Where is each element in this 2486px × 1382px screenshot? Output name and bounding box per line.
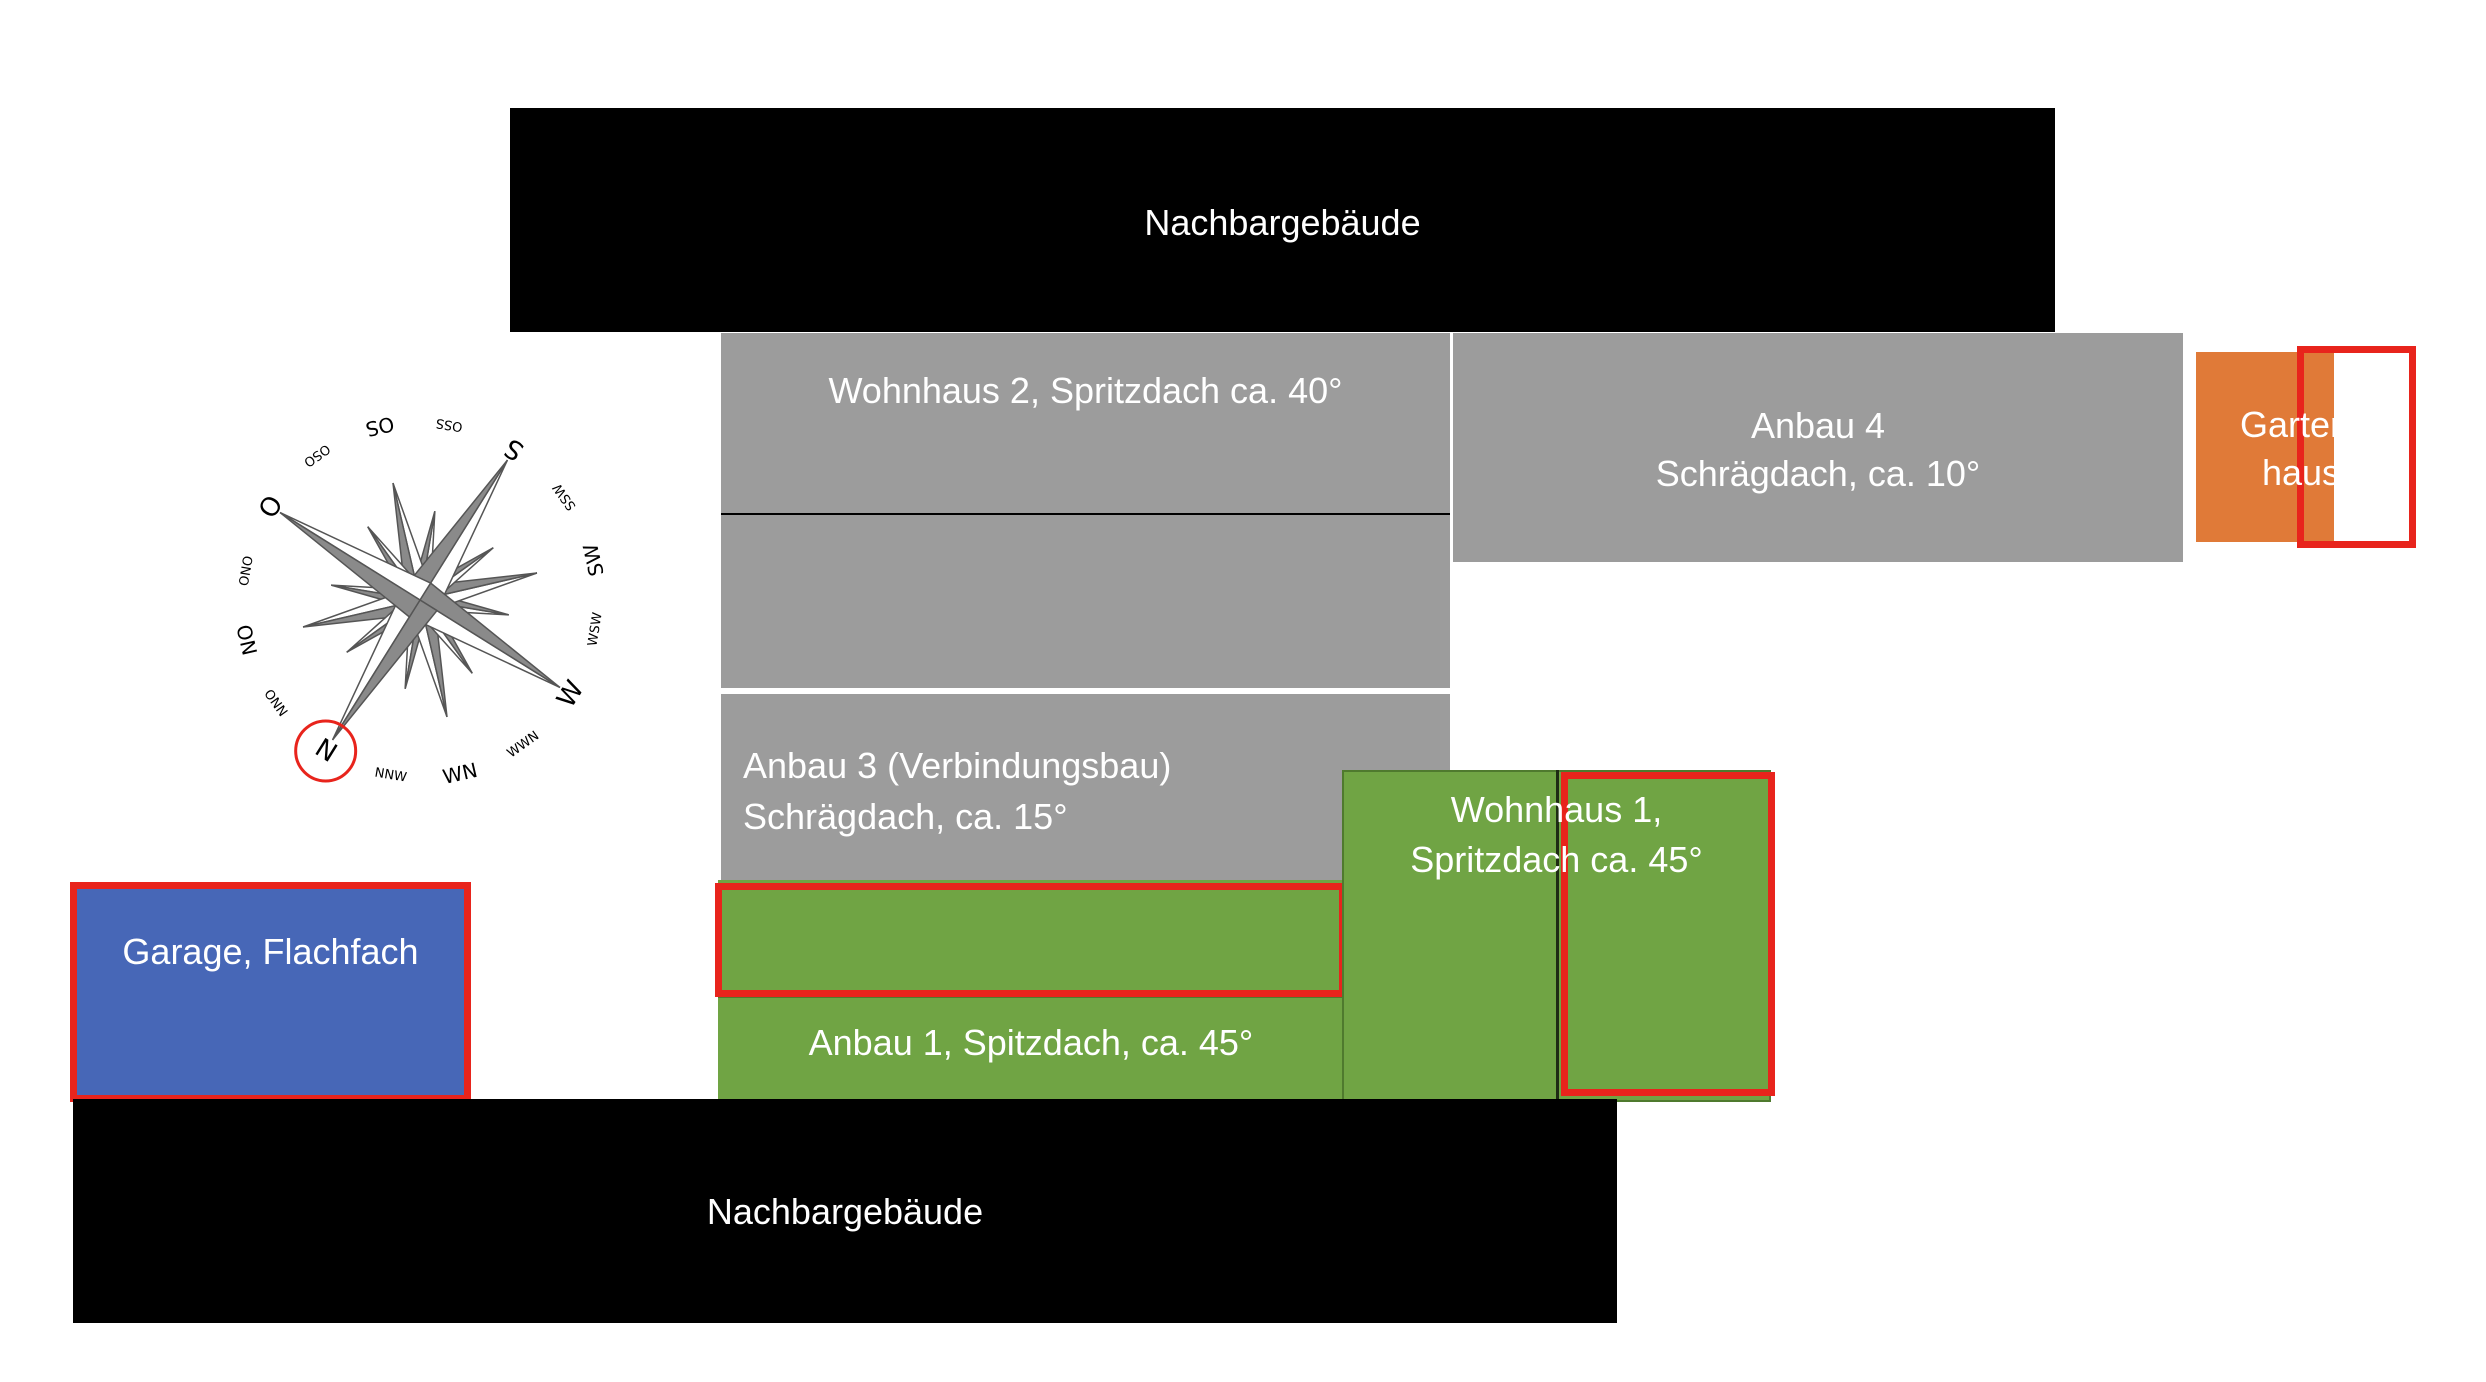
wohnhaus-1-divider [1556, 770, 1559, 1102]
compass-label-o: O [251, 489, 287, 522]
compass-label-ono: ONO [235, 554, 255, 586]
compass-label-ssw: SSW [550, 480, 579, 513]
compass-label-wn: WN [440, 758, 479, 789]
compass-label-os: OS [363, 412, 396, 442]
compass-rays [279, 459, 561, 741]
neighbor-building-bottom-label: Nachbargebäude [706, 1191, 984, 1232]
compass-ray-o-dark [279, 511, 422, 619]
wohnhaus-2: Wohnhaus 2, Spritzdach ca. 40° [718, 333, 1450, 688]
wohnhaus-1-label-line1: Wohnhaus 1, [1450, 789, 1663, 830]
gartenhaus-highlight [2297, 346, 2416, 548]
gartenhaus [2196, 352, 2334, 542]
compass-label-s: S [499, 432, 529, 466]
compass-label-onn: ONN [260, 687, 289, 720]
compass-ray-o [279, 511, 432, 619]
compass-label-sw: SW [578, 541, 609, 578]
anbau-4: Anbau 4 Schrägdach, ca. 10° [1453, 333, 2183, 562]
anbau-1-divider [718, 996, 1344, 998]
gartenhaus-label-line2: haus [2261, 452, 2341, 493]
compass-label-oso: OSO [301, 441, 333, 470]
compass-label-nnw: NNW [373, 765, 407, 785]
garage: Garage, Flachfach [70, 882, 471, 1102]
compass-label-wsw: WSW [585, 611, 605, 647]
compass-label-n: N [309, 733, 341, 769]
compass-label-wwn: WWN [505, 729, 543, 762]
neighbor-building-bottom: Nachbargebäude [73, 1099, 1617, 1323]
anbau-4-label-line2: Schrägdach, ca. 10° [1655, 453, 1981, 494]
anbau-3: Anbau 3 (Verbindungsbau) Schrägdach, ca.… [718, 694, 1450, 880]
anbau-1-highlight [715, 883, 1346, 997]
compass-label-w: W [551, 675, 590, 713]
wohnhaus-1-highlight [1561, 772, 1775, 1096]
compass-north-highlight [294, 719, 358, 783]
anbau-4-label-line1: Anbau 4 [1750, 405, 1886, 446]
wohnhaus-2-label: Wohnhaus 2, Spritzdach ca. 40° [828, 370, 1343, 411]
gartenhaus-label-line1: Garten- [2239, 404, 2363, 445]
neighbor-building-top-label: Nachbargebäude [1144, 202, 1421, 243]
compass-ray-n-dark [331, 598, 439, 741]
neighbor-building-top: Nachbargebäude [510, 108, 2055, 332]
anbau-3-label-line2: Schrägdach, ca. 15° [743, 796, 1068, 837]
compass-label-on: ON [231, 622, 261, 657]
garage-label: Garage, Flachfach [122, 931, 419, 972]
anbau-1-label: Anbau 1, Spitzdach, ca. 45° [808, 1022, 1254, 1063]
compass-label-oss: OSS [435, 415, 464, 434]
wohnhaus-1-label-line2: Spritzdach ca. 45° [1410, 839, 1703, 880]
anbau-3-label-line1: Anbau 3 (Verbindungsbau) [743, 745, 1172, 786]
wohnhaus-2-divider [721, 513, 1450, 515]
